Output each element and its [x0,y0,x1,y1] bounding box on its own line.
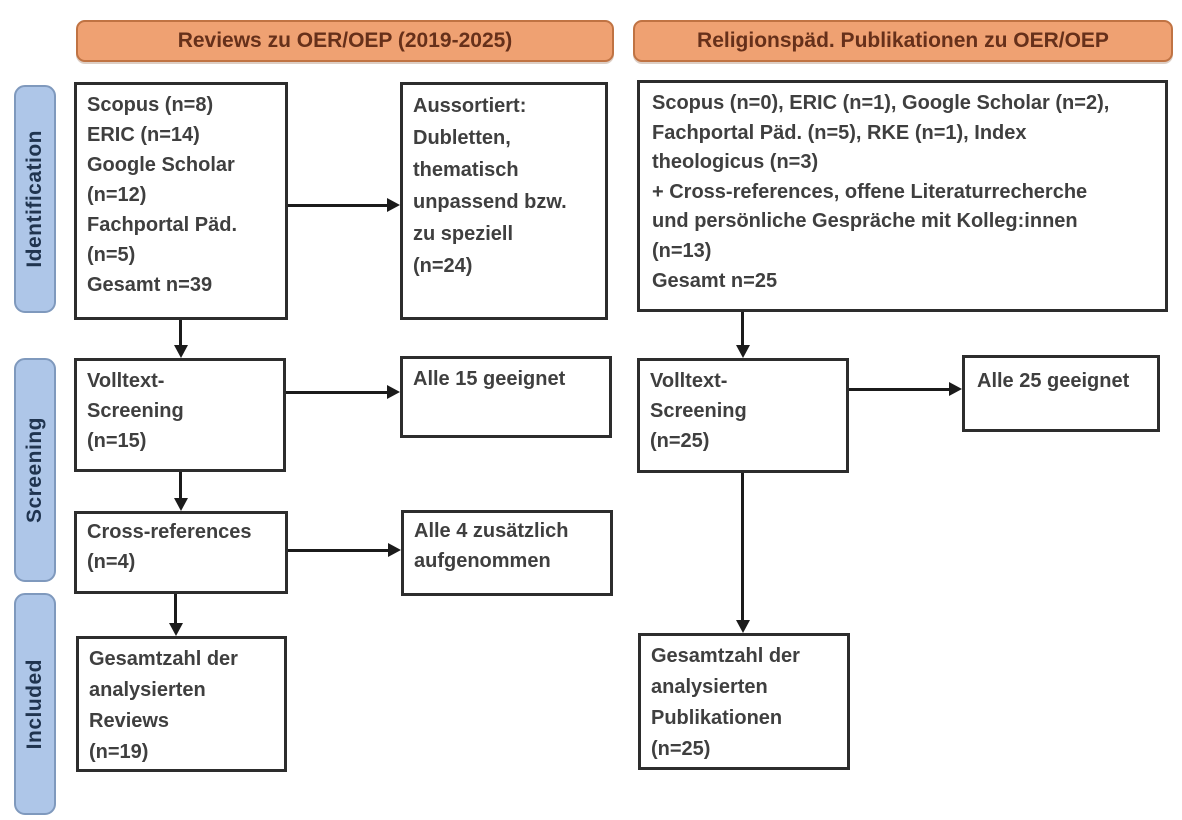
arrow-left-sources-to-aussortiert-line [288,204,388,207]
stage-label-included-text: Included [23,658,46,750]
arrow-left-crossref-to-gesamt-line [174,594,177,624]
arrow-right-sources-to-volltext-head-icon [736,345,750,358]
arrow-left-sources-to-volltext-head-icon [174,345,188,358]
column-header-religionspaed-label: Religionspäd. Publikationen zu OER/OEP [697,29,1109,52]
stage-label-included: Included [14,593,56,815]
flow-box-right-gesamtzahl-publikationen: Gesamtzahl der analysierten Publikatione… [638,633,850,770]
arrow-right-sources-to-volltext-line [741,312,744,346]
arrow-right-volltext-to-gesamt-head-icon [736,620,750,633]
stage-label-screening: Screening [14,358,56,582]
flow-box-left-sources: Scopus (n=8) ERIC (n=14) Google Scholar … [74,82,288,320]
arrow-left-volltext-to-crossref-head-icon [174,498,188,511]
arrow-left-crossref-to-alle4-line [288,549,389,552]
arrow-left-sources-to-aussortiert-head-icon [387,198,400,212]
flow-box-right-volltext-screening: Volltext- Screening (n=25) [637,358,849,473]
arrow-left-sources-to-volltext-line [179,320,182,346]
arrow-right-volltext-to-alle25-head-icon [949,382,962,396]
stage-label-identification-text: Identification [23,130,46,268]
stage-label-screening-text: Screening [23,416,46,524]
arrow-left-volltext-to-alle15-line [286,391,388,394]
arrow-left-crossref-to-alle4-head-icon [388,543,401,557]
flow-box-left-alle-4-aufgenommen: Alle 4 zusätzlich aufgenommen [401,510,613,596]
flow-box-right-sources: Scopus (n=0), ERIC (n=1), Google Scholar… [637,80,1168,312]
flow-box-left-volltext-screening: Volltext- Screening (n=15) [74,358,286,472]
flow-box-left-gesamtzahl-reviews: Gesamtzahl der analysierten Reviews (n=1… [76,636,287,772]
arrow-left-crossref-to-gesamt-head-icon [169,623,183,636]
flow-box-left-cross-references: Cross-references (n=4) [74,511,288,594]
arrow-right-volltext-to-gesamt-line [741,473,744,622]
stage-label-identification: Identification [14,85,56,313]
arrow-right-volltext-to-alle25-line [849,388,950,391]
flow-box-left-alle-15-geeignet: Alle 15 geeignet [400,356,612,438]
flow-box-left-aussortiert: Aussortiert: Dubletten, thematisch unpas… [400,82,608,320]
column-header-reviews-label: Reviews zu OER/OEP (2019-2025) [177,29,513,52]
flow-box-right-alle-25-geeignet: Alle 25 geeignet [962,355,1160,432]
arrow-left-volltext-to-alle15-head-icon [387,385,400,399]
column-header-reviews: Reviews zu OER/OEP (2019-2025) [76,20,614,62]
arrow-left-volltext-to-crossref-line [179,472,182,500]
column-header-religionspaed: Religionspäd. Publikationen zu OER/OEP [633,20,1173,62]
